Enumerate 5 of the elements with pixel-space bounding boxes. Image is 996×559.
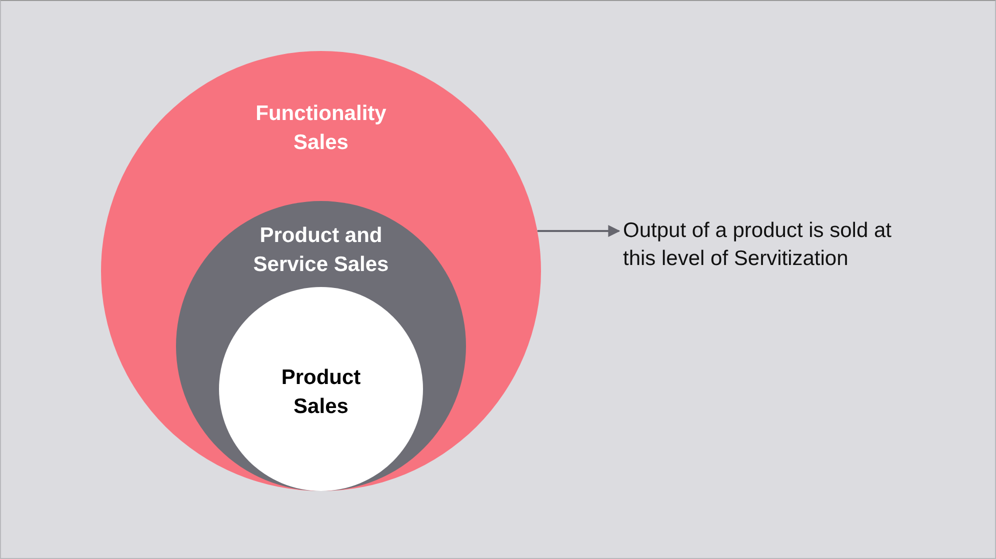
circle-label: Product and Service Sales bbox=[252, 223, 390, 278]
annotation-text: Output of a product is sold at this level of Servitization bbox=[623, 218, 892, 272]
circle-label: Functionality Sales bbox=[254, 101, 388, 156]
arrow bbox=[537, 225, 620, 237]
circle-label: Product Sales bbox=[280, 365, 362, 420]
